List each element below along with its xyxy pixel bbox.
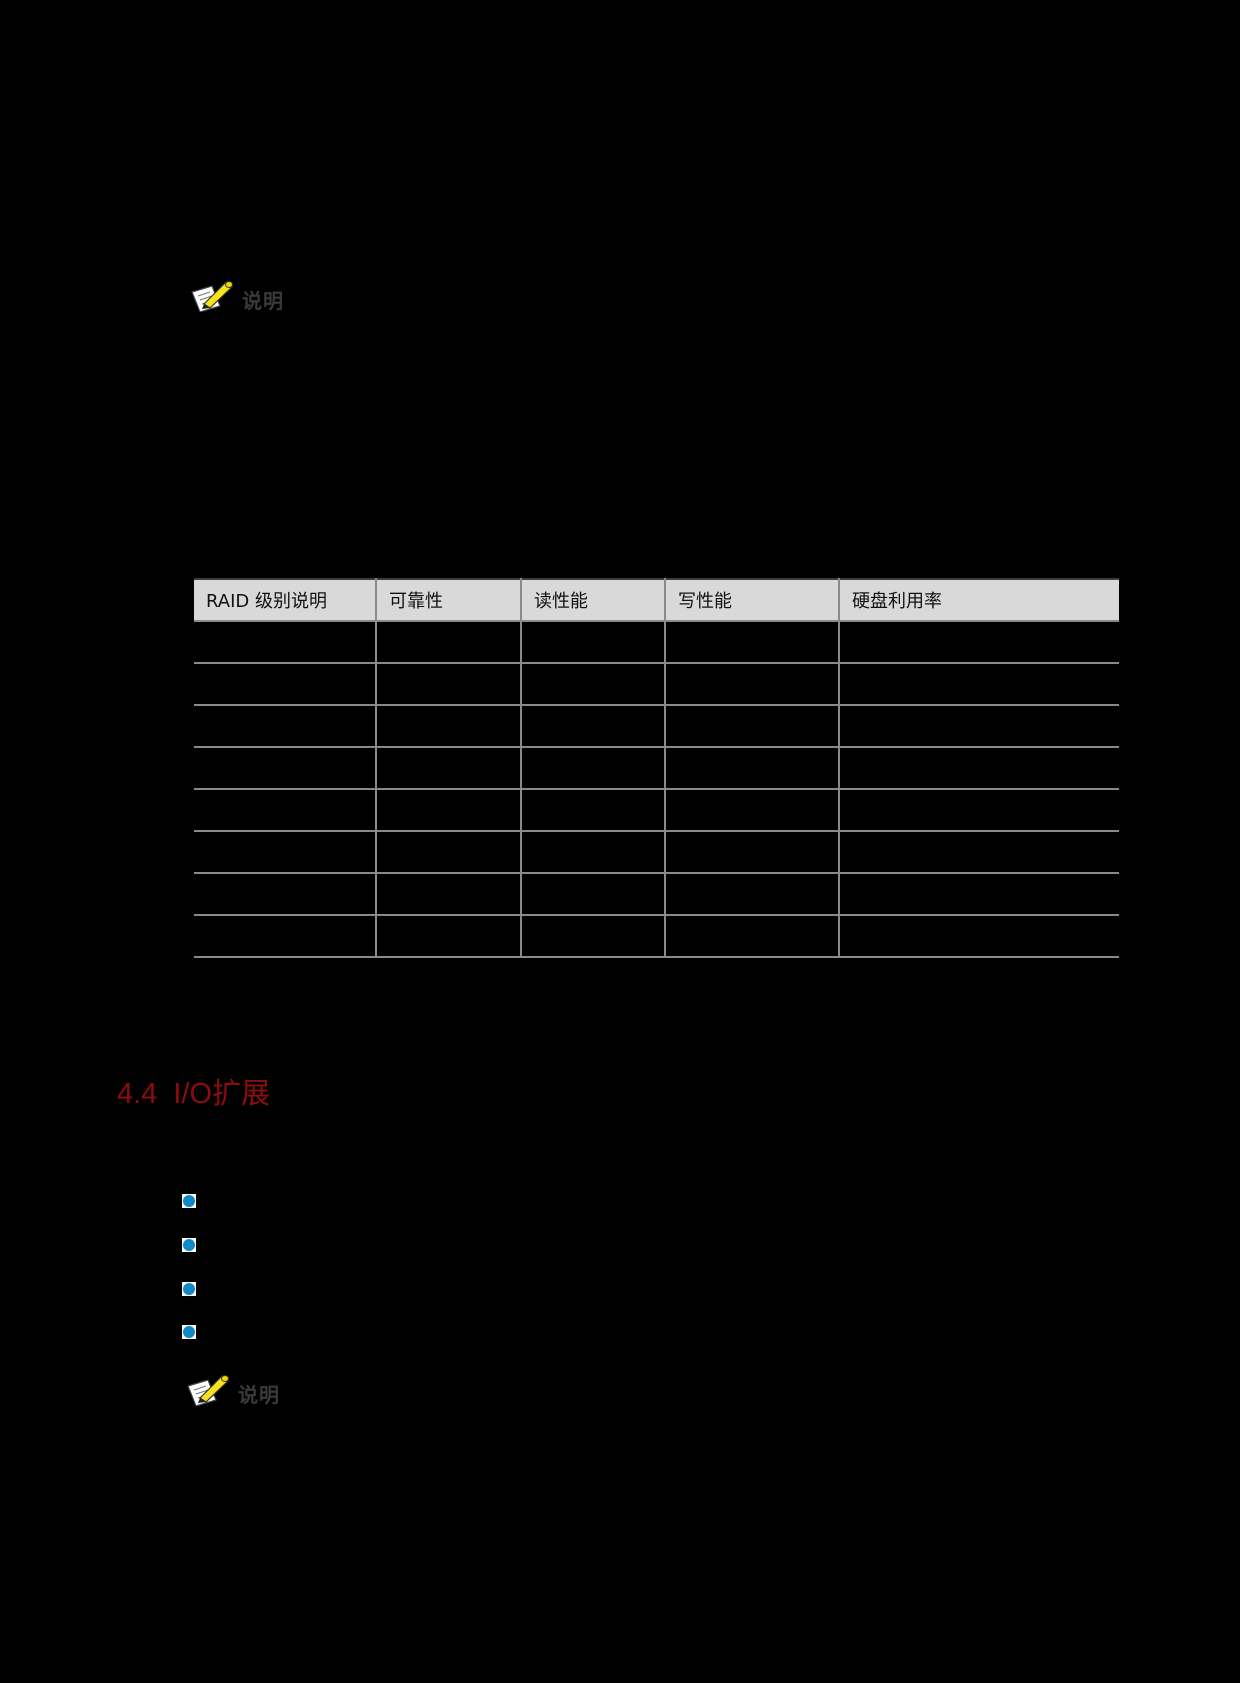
table-cell — [664, 789, 840, 832]
table-cell — [520, 915, 666, 958]
table-cell — [194, 873, 377, 916]
table-cell — [375, 705, 522, 748]
note-label: 说明 — [242, 289, 284, 313]
table-cell — [838, 663, 1119, 706]
table-row — [194, 831, 1119, 874]
table-row — [194, 789, 1119, 832]
note-pencil-icon — [190, 276, 236, 313]
table-cell — [838, 621, 1119, 664]
table-cell — [664, 747, 840, 790]
table-row — [194, 705, 1119, 748]
table-cell — [838, 831, 1119, 874]
table-cell — [194, 621, 377, 664]
column-header-write-performance: 写性能 — [664, 578, 840, 622]
table-cell — [520, 789, 666, 832]
table-cell — [520, 663, 666, 706]
table-cell — [838, 789, 1119, 832]
table-cell — [375, 873, 522, 916]
table-row — [194, 873, 1119, 916]
note-label: 说明 — [238, 1383, 280, 1407]
table-cell — [375, 663, 522, 706]
table-cell — [664, 621, 840, 664]
table-cell — [375, 915, 522, 958]
table-cell — [375, 831, 522, 874]
table-cell — [520, 747, 666, 790]
table-row — [194, 621, 1119, 664]
table-header-row: RAID 级别说明 可靠性 读性能 写性能 硬盘利用率 — [194, 578, 1119, 622]
table-cell — [838, 873, 1119, 916]
note-pencil-icon — [186, 1370, 232, 1407]
table-cell — [194, 831, 377, 874]
table-cell — [194, 915, 377, 958]
table-cell — [664, 915, 840, 958]
table-cell — [520, 621, 666, 664]
table-row — [194, 915, 1119, 958]
table-cell — [194, 747, 377, 790]
section-heading-io-expansion: 4.4 I/O扩展 — [117, 1078, 271, 1110]
bullet-dot-icon — [182, 1325, 196, 1339]
bullet-dot-icon — [182, 1282, 196, 1296]
table-cell — [375, 621, 522, 664]
column-header-raid-level: RAID 级别说明 — [194, 578, 377, 622]
table-cell — [375, 747, 522, 790]
bullet-dot-icon — [182, 1194, 196, 1208]
column-header-disk-utilization: 硬盘利用率 — [838, 578, 1119, 622]
table-cell — [838, 915, 1119, 958]
table-cell — [194, 705, 377, 748]
raid-comparison-table: RAID 级别说明 可靠性 读性能 写性能 硬盘利用率 — [194, 578, 1119, 958]
table-cell — [520, 705, 666, 748]
table-cell — [520, 873, 666, 916]
table-cell — [375, 789, 522, 832]
table-cell — [194, 789, 377, 832]
note-callout-2: 说明 — [186, 1366, 280, 1407]
table-cell — [664, 663, 840, 706]
bullet-dot-icon — [182, 1238, 196, 1252]
table-cell — [838, 747, 1119, 790]
table-cell — [664, 873, 840, 916]
note-callout-1: 说明 — [190, 272, 284, 313]
table-cell — [194, 663, 377, 706]
table-row — [194, 663, 1119, 706]
table-cell — [664, 831, 840, 874]
column-header-reliability: 可靠性 — [375, 578, 522, 622]
table-cell — [520, 831, 666, 874]
table-cell — [664, 705, 840, 748]
column-header-read-performance: 读性能 — [520, 578, 666, 622]
table-row — [194, 747, 1119, 790]
table-cell — [838, 705, 1119, 748]
